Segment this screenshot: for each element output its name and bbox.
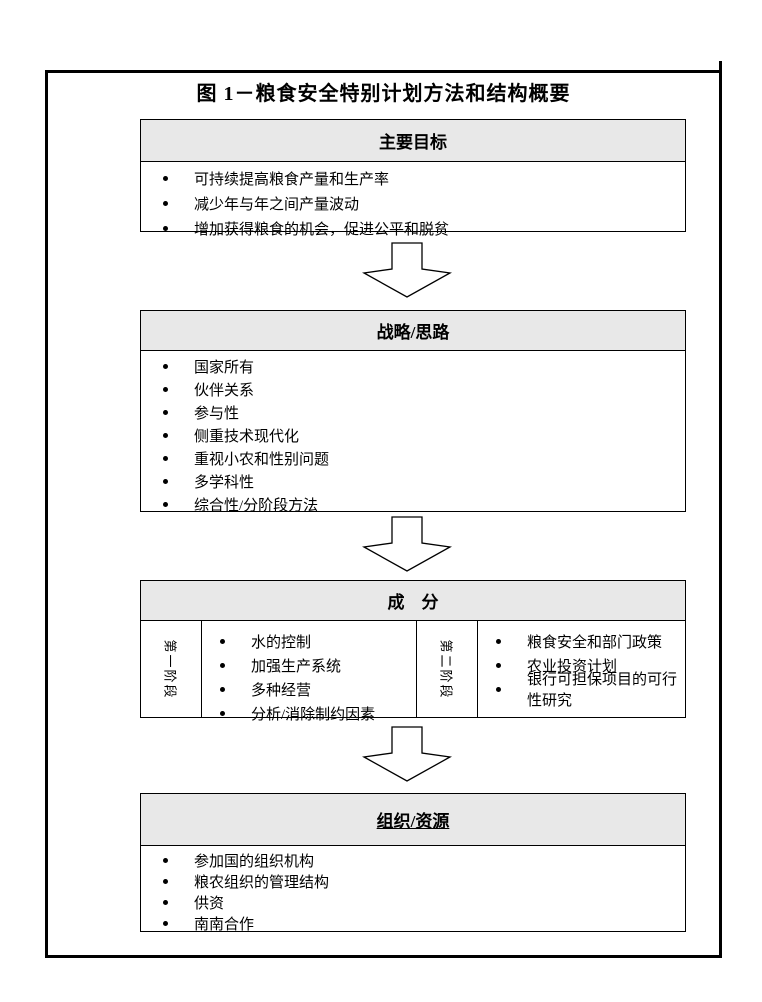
- bullet-icon: [163, 387, 168, 392]
- list-item: 减少年与年之间产量波动: [141, 191, 685, 216]
- down-arrow-icon: [362, 516, 452, 572]
- box-components-body: 第一阶段 水的控制 加强生产系统 多种经营 分析/消除制约因素: [141, 621, 685, 723]
- box-strategy-header: 战略/思路: [141, 311, 685, 351]
- down-arrow-icon: [362, 242, 452, 298]
- phase-1-items: 水的控制 加强生产系统 多种经营 分析/消除制约因素: [202, 621, 418, 723]
- list-item-text: 国家所有: [194, 360, 255, 376]
- bullet-icon: [163, 433, 168, 438]
- list-item-text: 参与性: [194, 406, 240, 422]
- phase-2-items: 粮食安全和部门政策 农业投资计划 银行可担保项目的可行性研究: [478, 621, 685, 718]
- box-organization: 组织/资源 参加国的组织机构 粮农组织的管理结构 供资 南南合作: [140, 793, 686, 934]
- list-item: 多学科性: [141, 470, 685, 493]
- bullet-icon: [163, 364, 168, 369]
- list-item: 供资: [141, 892, 685, 913]
- list-item: 粮农组织的管理结构: [141, 871, 685, 892]
- box-organization-body: 参加国的组织机构 粮农组织的管理结构 供资 南南合作: [141, 846, 685, 934]
- phase-2-label: 第二阶段: [438, 639, 454, 700]
- box-strategy-body: 国家所有 伙伴关系 参与性 侧重技术现代化 重视小农和性别问题 多学科性: [141, 351, 685, 516]
- list-item-text: 参加国的组织机构: [194, 854, 315, 870]
- box-main-objectives: 主要目标 可持续提高粮食产量和生产率 减少年与年之间产量波动 增加获得粮食的机会…: [140, 119, 686, 238]
- list-item: 南南合作: [141, 913, 685, 934]
- phase-1-label: 第一阶段: [162, 639, 178, 700]
- list-item-text: 重视小农和性别问题: [194, 452, 330, 468]
- list-item-text: 供资: [194, 896, 225, 912]
- list-item: 重视小农和性别问题: [141, 447, 685, 470]
- bullet-icon: [220, 662, 226, 668]
- box-components-header: 成 分: [141, 581, 685, 621]
- list-item-text: 水的控制: [251, 634, 312, 651]
- list-item-text: 粮食安全和部门政策: [527, 634, 663, 651]
- list-item: 伙伴关系: [141, 378, 685, 401]
- list-item-text: 可持续提高粮食产量和生产率: [194, 171, 390, 188]
- list-item: 水的控制: [202, 629, 416, 653]
- box-organization-header: 组织/资源: [141, 794, 685, 846]
- bullet-icon: [220, 686, 226, 692]
- bullet-icon: [163, 175, 168, 181]
- list-item: 综合性/分阶段方法: [141, 493, 685, 516]
- list-item: 参加国的组织机构: [141, 850, 685, 871]
- list-item: 侧重技术现代化: [141, 424, 685, 447]
- list-item: 粮食安全和部门政策: [478, 629, 685, 653]
- list-item-text: 粮农组织的管理结构: [194, 875, 330, 891]
- phase-1-label-cell: 第一阶段: [141, 621, 203, 718]
- bullet-icon: [163, 502, 168, 507]
- bullet-icon: [163, 879, 168, 884]
- list-item-text: 减少年与年之间产量波动: [194, 196, 360, 213]
- list-item-text: 伙伴关系: [194, 383, 255, 399]
- frame-corner-tick: [719, 61, 722, 73]
- list-item: 加强生产系统: [202, 653, 416, 677]
- list-item: 国家所有: [141, 355, 685, 378]
- bullet-icon: [496, 686, 502, 692]
- list-item: 银行可担保项目的可行性研究: [478, 672, 685, 709]
- box-header-label: 组织/资源: [376, 812, 450, 831]
- down-arrow-icon: [362, 726, 452, 782]
- list-item-text: 农业投资计划: [527, 658, 618, 675]
- bullet-icon: [163, 225, 168, 231]
- box-strategy: 战略/思路 国家所有 伙伴关系 参与性 侧重技术现代化 重视小农和性别问题: [140, 310, 686, 514]
- list-item: 参与性: [141, 401, 685, 424]
- list-item-text: 银行可担保项目的可行性研究: [527, 672, 678, 709]
- box-header-label: 成 分: [387, 593, 439, 612]
- list-item-text: 分析/消除制约因素: [251, 706, 376, 723]
- bullet-icon: [163, 456, 168, 461]
- list-item: 农业投资计划: [478, 653, 685, 677]
- bullet-icon: [163, 479, 168, 484]
- list-item-text: 综合性/分阶段方法: [194, 498, 319, 514]
- list-item: 增加获得粮食的机会，促进公平和脱贫: [141, 216, 685, 241]
- bullet-icon: [163, 410, 168, 415]
- phase-2-label-cell: 第二阶段: [417, 621, 479, 718]
- box-header-label: 主要目标: [379, 132, 447, 152]
- bullet-icon: [496, 638, 502, 644]
- list-item-text: 侧重技术现代化: [194, 429, 300, 445]
- bullet-icon: [163, 858, 168, 863]
- list-item-text: 加强生产系统: [251, 658, 342, 675]
- list-item-text: 多种经营: [251, 682, 312, 699]
- figure-title: 图 1－粮食安全特别计划方法和结构概要: [196, 83, 571, 105]
- list-item: 分析/消除制约因素: [202, 701, 416, 725]
- bullet-icon: [496, 662, 502, 668]
- box-main-objectives-header: 主要目标: [141, 120, 685, 162]
- list-item: 可持续提高粮食产量和生产率: [141, 166, 685, 191]
- list-item-text: 增加获得粮食的机会，促进公平和脱贫: [194, 221, 450, 238]
- box-components: 成 分 第一阶段 水的控制 加强生产系统 多种经营: [140, 580, 686, 723]
- box-header-label: 战略/思路: [376, 323, 450, 342]
- bullet-icon: [163, 200, 168, 206]
- bullet-icon: [163, 921, 168, 926]
- list-item: 多种经营: [202, 677, 416, 701]
- list-item-text: 多学科性: [194, 475, 255, 491]
- bullet-icon: [163, 900, 168, 905]
- box-main-objectives-body: 可持续提高粮食产量和生产率 减少年与年之间产量波动 增加获得粮食的机会，促进公平…: [141, 162, 685, 241]
- bullet-icon: [220, 710, 226, 716]
- bullet-icon: [220, 638, 226, 644]
- list-item-text: 南南合作: [194, 917, 255, 933]
